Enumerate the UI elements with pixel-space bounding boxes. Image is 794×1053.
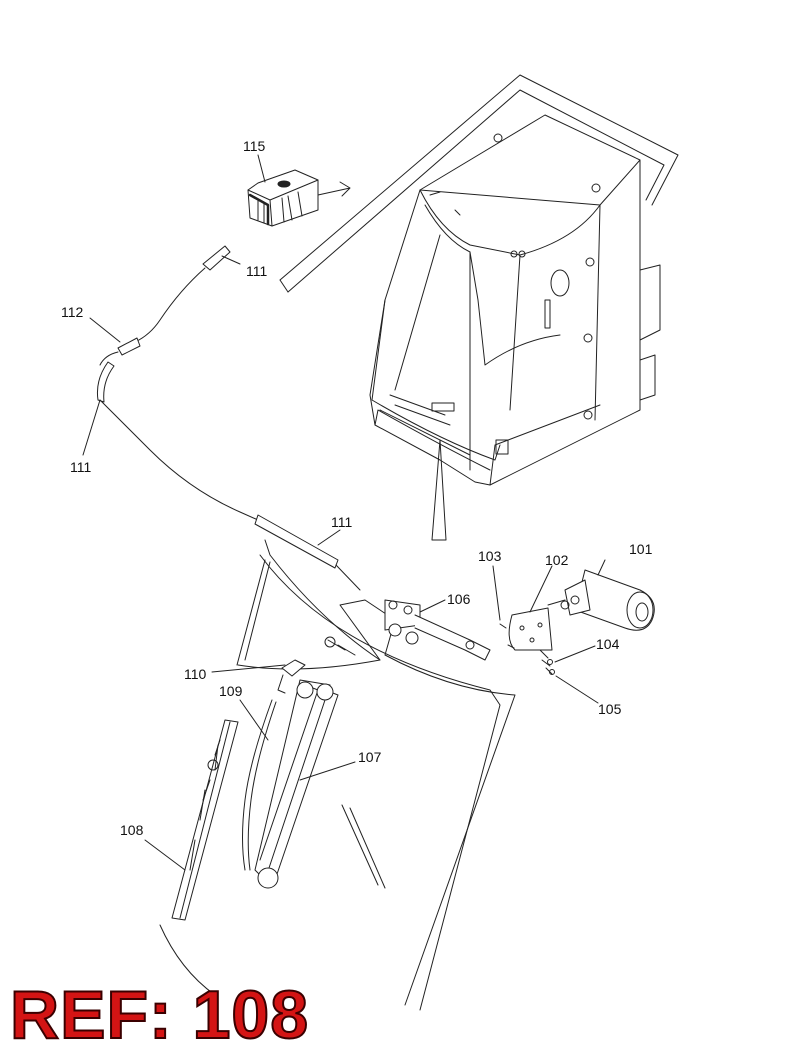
leader-lines (82, 154, 606, 871)
part-label-111-top: 111 (246, 263, 268, 279)
part-label-107: 107 (358, 749, 382, 765)
part-label-108: 108 (120, 822, 144, 838)
part-label-115: 115 (243, 138, 266, 154)
part-label-109: 109 (219, 683, 243, 699)
part-label-104: 104 (596, 636, 620, 652)
washer-hoses (97, 245, 361, 591)
part-label-101: 101 (629, 541, 653, 557)
cab-body (369, 114, 661, 541)
part-label-111-left: 111 (70, 459, 92, 475)
part-label-111-mid: 111 (331, 514, 353, 530)
cab-frame-outline (279, 74, 679, 293)
windshield-glass (159, 539, 516, 1011)
washer-reservoir (247, 169, 351, 227)
reference-banner: REF: 108 (9, 977, 310, 1053)
part-label-103: 103 (478, 548, 502, 564)
reference-prefix: REF: (9, 977, 173, 1053)
part-label-106: 106 (447, 591, 471, 607)
motor-bracket (499, 607, 555, 675)
reference-number: 108 (192, 977, 310, 1053)
part-label-105: 105 (598, 701, 622, 717)
wiper-linkage (324, 599, 491, 661)
wiper-blade (171, 719, 239, 921)
wiper-arm-assembly (242, 659, 339, 889)
part-label-102: 102 (545, 552, 569, 568)
wiper-motor (547, 569, 655, 631)
part-label-112: 112 (61, 304, 84, 320)
part-label-110: 110 (184, 666, 207, 682)
